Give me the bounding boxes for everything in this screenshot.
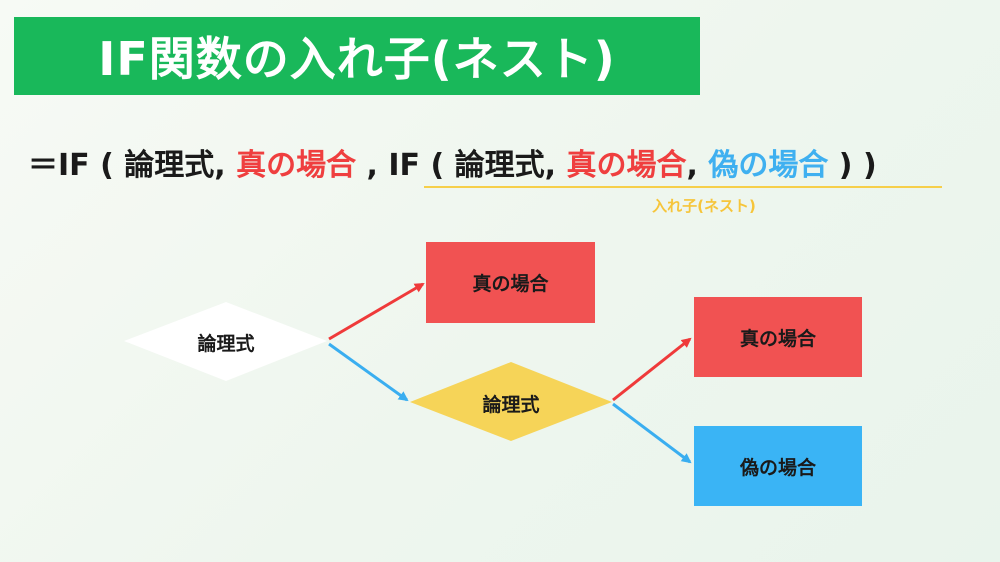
formula-true-2: 真の場合	[566, 148, 687, 183]
condition-label-2: 論理式	[482, 394, 540, 416]
condition-diamond-1	[124, 302, 327, 381]
formula-comma: ,	[686, 148, 709, 183]
arrow-true-1	[328, 282, 425, 341]
condition-label-1: 論理式	[197, 333, 255, 355]
true-box-1: 真の場合	[426, 242, 595, 323]
title-banner: IF関数の入れ子(ネスト)	[14, 17, 700, 95]
true-box-2-label: 真の場合	[739, 327, 816, 350]
formula-close: ) )	[828, 148, 877, 183]
arrow-false-2	[612, 402, 692, 464]
formula-line: ＝IF ( 論理式, 真の場合 , IF ( 論理式, 真の場合, 偽の場合 )…	[28, 140, 877, 184]
arrow-true-2	[612, 337, 692, 402]
arrow-false-1	[328, 342, 409, 402]
nest-label: 入れ子(ネスト)	[652, 197, 756, 215]
formula-if-outer: ＝IF ( 論理式,	[28, 148, 237, 183]
formula-true-1: 真の場合	[236, 148, 357, 183]
formula-false: 偽の場合	[708, 148, 829, 183]
false-box: 偽の場合	[694, 426, 862, 506]
page-title: IF関数の入れ子(ネスト)	[98, 32, 616, 86]
true-box-1-label: 真の場合	[472, 273, 549, 295]
false-box-label: 偽の場合	[739, 456, 816, 479]
condition-diamond-2	[410, 362, 612, 441]
true-box-2: 真の場合	[694, 297, 862, 377]
formula-if-inner: , IF ( 論理式,	[356, 148, 567, 183]
nest-underline	[424, 186, 942, 188]
